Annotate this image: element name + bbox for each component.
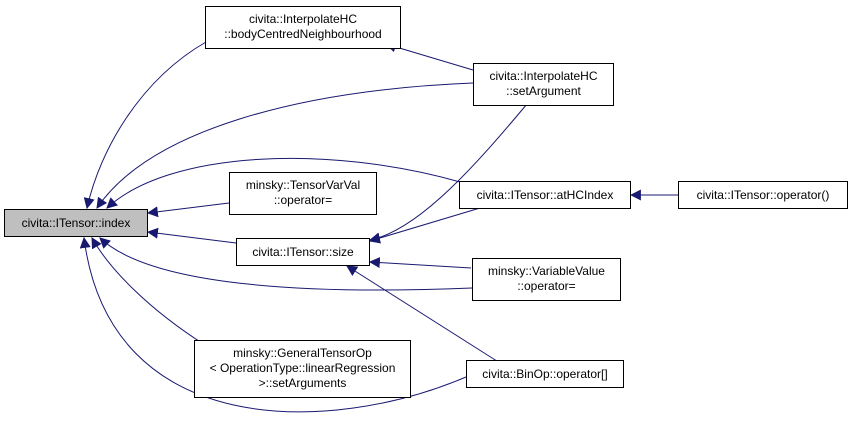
node-label: civita::BinOp::operator[] bbox=[482, 367, 608, 381]
edge-binop-to-size bbox=[346, 265, 501, 364]
node-itensor-index: civita::ITensor::index bbox=[4, 209, 148, 237]
edge-setargument-to-size bbox=[368, 103, 528, 244]
node-itensor-athcindex[interactable]: civita::ITensor::atHCIndex bbox=[459, 181, 631, 209]
node-label: minsky::GeneralTensorOp bbox=[233, 346, 372, 360]
node-generaltensorop-setarguments[interactable]: minsky::GeneralTensorOp < OperationType:… bbox=[194, 340, 411, 398]
node-label: ::operator= bbox=[517, 279, 576, 293]
edge-athcindex-to-size bbox=[368, 204, 491, 244]
edge-bodycentred-to-index bbox=[83, 41, 207, 210]
node-label: civita::ITensor::operator() bbox=[696, 188, 830, 202]
edge-size-to-index bbox=[146, 227, 237, 244]
edge-athcindex-to-index bbox=[106, 157, 461, 209]
edge-generaltensorop-to-index bbox=[91, 237, 206, 346]
node-label: civita::InterpolateHC bbox=[248, 12, 358, 26]
edge-setargument-to-index bbox=[96, 82, 474, 209]
edge-variablevalue-to-size bbox=[368, 257, 472, 269]
node-label: ::bodyCentredNeighbourhood bbox=[224, 27, 382, 41]
node-interpolatehc-setargument[interactable]: civita::InterpolateHC ::setArgument bbox=[473, 63, 614, 106]
node-bodycentred-neighbourhood[interactable]: civita::InterpolateHC ::bodyCentredNeigh… bbox=[205, 6, 401, 49]
node-label: minsky::TensorVarVal bbox=[245, 178, 361, 192]
node-label: civita::InterpolateHC bbox=[489, 69, 598, 83]
edge-variablevalue-to-index bbox=[99, 237, 473, 291]
node-label: civita::ITensor::atHCIndex bbox=[476, 188, 614, 202]
node-label: ::operator= bbox=[273, 193, 333, 207]
node-label: ::setArgument bbox=[506, 84, 581, 98]
node-variablevalue-operator[interactable]: minsky::VariableValue ::operator= bbox=[472, 258, 621, 301]
node-label: civita::ITensor::size bbox=[252, 245, 354, 259]
node-label: < OperationType::linearRegression bbox=[209, 361, 396, 375]
node-tensorvarval-operator[interactable]: minsky::TensorVarVal ::operator= bbox=[229, 172, 377, 215]
node-binop-operator-index[interactable]: civita::BinOp::operator[] bbox=[466, 360, 624, 388]
node-label: >::setArguments bbox=[258, 376, 347, 390]
node-label: minsky::VariableValue bbox=[488, 264, 605, 278]
edge-tensorvarval-to-index bbox=[146, 202, 230, 218]
node-itensor-operator-call[interactable]: civita::ITensor::operator() bbox=[678, 181, 848, 209]
node-label: civita::ITensor::index bbox=[21, 216, 131, 230]
node-itensor-size[interactable]: civita::ITensor::size bbox=[236, 238, 370, 266]
